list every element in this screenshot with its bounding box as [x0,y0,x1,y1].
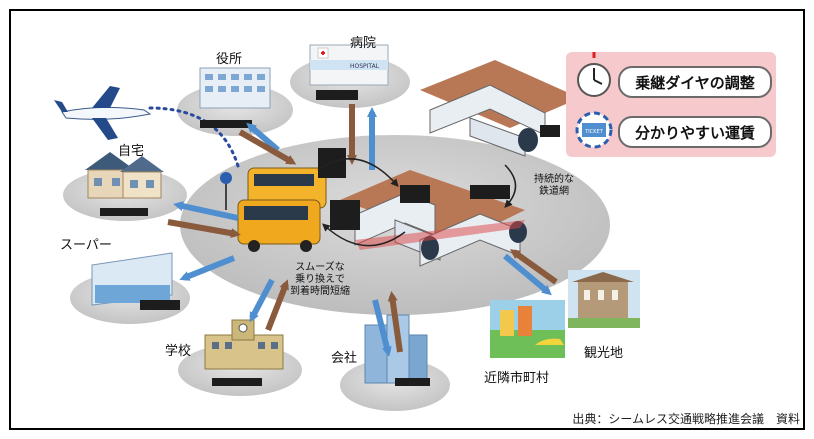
bus-lower [237,199,321,252]
note-rail-network: 持続的な 鉄道網 [534,174,574,197]
airplane-dotted-route [148,106,240,168]
label-hospital: 病院 [350,36,377,51]
note-smooth-transfer: スムーズな 乗り換えで 到着時間短縮 [290,262,350,297]
city-office-building [199,67,271,109]
transfer-arrow-upper [317,158,399,187]
rail-link-arrow [504,164,517,208]
home-houses [85,152,164,199]
crowds [100,90,560,386]
label-home: 自宅 [118,144,145,159]
airplane [54,86,152,140]
label-school: 学校 [165,344,192,359]
train-upper [420,60,580,157]
source-caption: 出典：シームレス交通戦略推進会議 資料 [572,412,800,426]
transfer-arrow-lower [322,223,406,247]
hospital-sign-text: HOSPITAL [350,63,380,70]
label-tourist-spot: 観光地 [584,346,624,361]
label-city-office: 役所 [216,52,243,67]
school-building [204,319,284,370]
label-supermarket: スーパー [60,238,112,253]
bus-stop-sign [220,172,232,210]
ticket-icon: TICKET [575,111,613,149]
hospital-building: HOSPITAL [309,44,389,86]
ticket-text: TICKET [584,129,603,135]
pill-transfer-schedule: 乗継ダイヤの調整 [618,66,772,98]
train-lower [340,170,527,267]
tourist-spot-picture [568,270,640,328]
neighbor-towns-picture [490,300,565,358]
clock-icon [577,52,611,97]
supermarket-building [91,252,173,306]
pill-clear-fares: 分かりやすい運賃 [618,116,772,148]
label-neighbor-towns: 近隣市町村 [484,371,550,386]
label-company: 会社 [331,351,358,366]
